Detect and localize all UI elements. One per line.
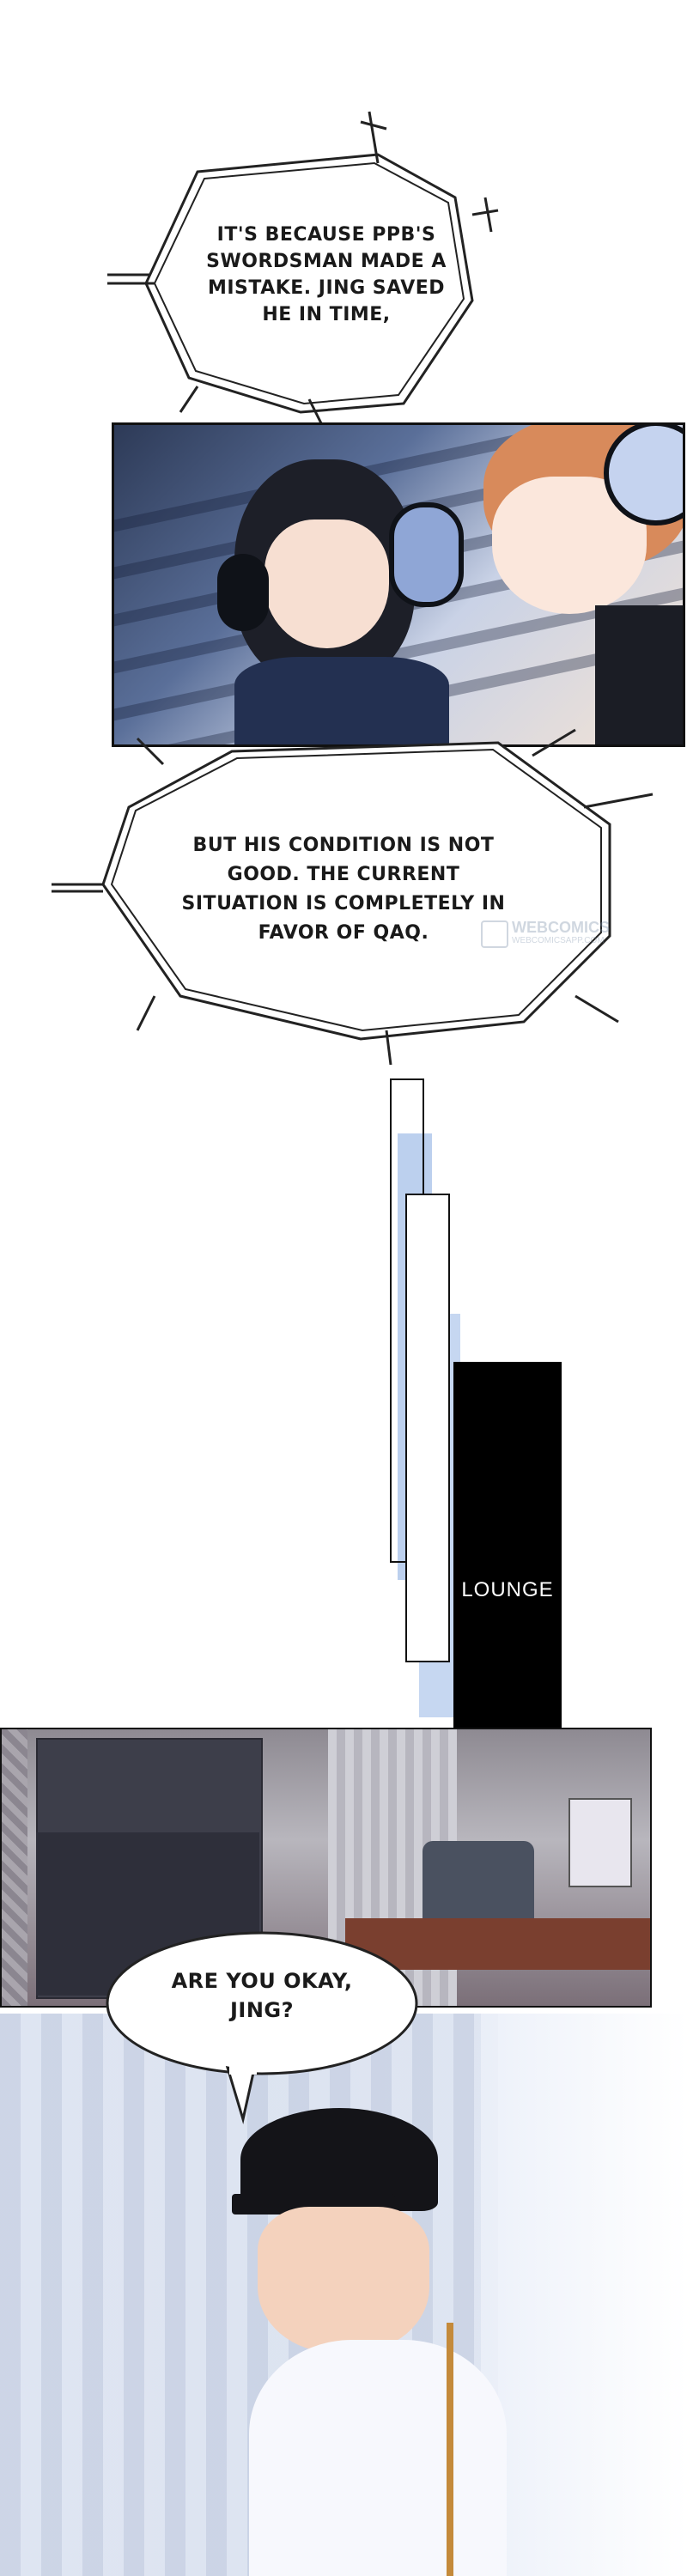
character-shoulders [234,657,449,744]
monitor [568,1798,632,1887]
desk [345,1918,650,1970]
character-face [264,519,389,648]
speech-bubble-3 [106,1931,418,2124]
wall-pattern [2,1729,27,2006]
character-shoulders [595,605,683,744]
headset-icon [604,425,683,526]
speech-bubble-2 [52,728,654,1066]
panel-headset-characters [112,422,685,747]
watermark-logo-icon [481,920,508,948]
watermark-line2: WEBCOMICSAPP.COM [512,936,605,945]
decorative-frame [405,1194,450,1662]
speech-bubble-3-text: ARE YOU OKAY, JING? [171,1969,353,2022]
speech-bubble-1-text: IT'S BECAUSE PPB'S SWORDSMAN MADE A MIST… [206,224,447,325]
headset-icon [217,554,269,631]
bag-strap [447,2323,453,2576]
door-edge [498,2014,687,2576]
speech-bubble-2-text: BUT HIS CONDITION IS NOT GOOD. THE CURRE… [181,835,506,944]
watermark-line1: WEBCOMICS [512,919,610,936]
headset-icon [389,502,464,607]
character-shirt [249,2340,507,2576]
panel-lounge-interior [0,1728,652,2008]
character-face [258,2207,429,2353]
location-caption: LOUNGE [461,1578,554,1601]
